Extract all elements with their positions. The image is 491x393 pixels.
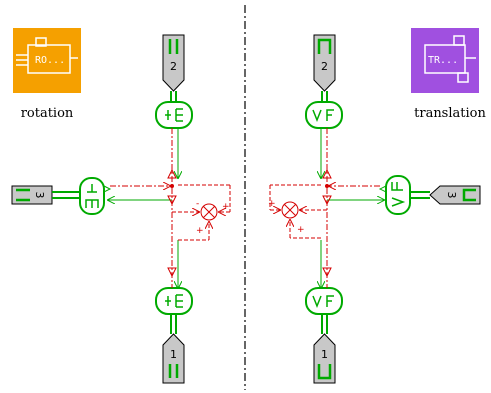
translation-icon[interactable]: TR...	[411, 28, 479, 93]
rotation-port-bottom[interactable]: 1	[162, 333, 185, 384]
translation-caption: translation	[414, 106, 486, 121]
translation-bottom-component[interactable]	[305, 287, 343, 315]
rotation-caption: rotation	[21, 106, 74, 121]
rotation-port-top[interactable]: 2	[162, 34, 185, 92]
rotation-port-left[interactable]: 3	[11, 185, 53, 205]
svg-text:+: +	[297, 225, 305, 235]
translation-signal-network: + +	[268, 128, 384, 288]
translation-right-component[interactable]	[378, 175, 411, 215]
rotation-left-component[interactable]	[79, 177, 112, 215]
rotation-signal-network: + + -	[108, 128, 231, 288]
rotation-icon-text: RO...	[35, 55, 65, 66]
translation-port-bottom[interactable]: 1	[313, 333, 336, 384]
translation-port-right[interactable]: 3	[429, 185, 481, 205]
translation-port-bottom-number: 1	[321, 348, 328, 361]
translation-top-component[interactable]	[305, 101, 343, 129]
rotation-port-left-number: 3	[33, 192, 46, 199]
svg-text:+: +	[196, 226, 204, 236]
rotation-port-bottom-number: 1	[170, 348, 177, 361]
translation-port-right-number: 3	[445, 192, 458, 199]
rotation-port-top-number: 2	[170, 60, 177, 73]
translation-icon-text: TR...	[428, 55, 458, 66]
rotation-top-component[interactable]	[155, 101, 193, 129]
svg-text:+: +	[268, 199, 276, 209]
rotation-icon[interactable]: RO...	[13, 28, 81, 93]
translation-port-top-number: 2	[321, 60, 328, 73]
rotation-bottom-component[interactable]	[155, 287, 193, 315]
svg-text:+: +	[222, 202, 230, 212]
svg-text:-: -	[196, 199, 199, 209]
translation-port-top[interactable]: 2	[313, 34, 336, 92]
